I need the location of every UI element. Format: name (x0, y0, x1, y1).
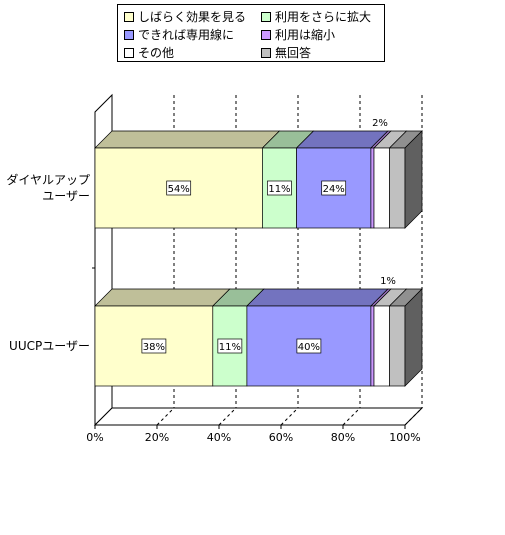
category-label: ダイヤルアップ (6, 172, 90, 187)
legend-item: できれば専用線に (124, 28, 234, 42)
category-label: ユーザー (42, 189, 90, 203)
gridline-floor (156, 407, 175, 426)
legend-item: しばらく効果を見る (124, 10, 246, 24)
bar-segment (370, 147, 375, 229)
gridline-floor (342, 407, 361, 426)
x-tick-label: 80% (331, 431, 355, 444)
data-label-box (296, 338, 322, 354)
bar-segment (389, 147, 406, 229)
data-label-outside: 2% (372, 118, 388, 129)
legend-label: しばらく効果を見る (138, 10, 247, 24)
legend-label: 無回答 (275, 46, 312, 60)
data-label: 38% (143, 342, 165, 353)
bar-side-face (404, 130, 423, 229)
data-label-box (166, 180, 192, 196)
legend-item: 無回答 (261, 46, 311, 60)
x-tick-label: 20% (145, 431, 169, 444)
gridline-floor (280, 407, 299, 426)
legend-swatch (261, 30, 271, 40)
bar-segment (370, 305, 375, 387)
data-label-outside: 1% (380, 276, 396, 287)
legend-item: 利用をさらに拡大 (261, 10, 371, 24)
data-label: 54% (168, 184, 190, 195)
legend-item: 利用は縮小 (261, 28, 335, 42)
bar-segment (373, 147, 390, 229)
legend-label: できれば専用線に (138, 28, 235, 42)
legend-label: 利用をさらに拡大 (275, 10, 372, 24)
data-label: 24% (323, 184, 345, 195)
legend-swatch (124, 48, 134, 58)
data-label-box (217, 338, 243, 354)
x-tick-label: 40% (207, 431, 231, 444)
bar-side-face (404, 288, 423, 387)
bar-top-face (94, 288, 231, 307)
legend-item: その他 (124, 46, 174, 60)
bar-segment (373, 305, 390, 387)
legend-swatch (124, 12, 134, 22)
gridline-floor (218, 407, 237, 426)
gridline-floor (404, 407, 423, 426)
data-label: 40% (298, 342, 320, 353)
data-label: 11% (219, 342, 241, 353)
axis-floor (93, 407, 424, 426)
x-tick-label: 60% (269, 431, 293, 444)
x-tick-label: 100% (389, 431, 420, 444)
category-label: UUCPユーザー (9, 339, 90, 353)
x-tick-label: 0% (86, 431, 103, 444)
data-label-box (321, 180, 347, 196)
bar-top-face (94, 130, 281, 149)
legend-label: その他 (138, 46, 175, 60)
chart-legend: しばらく効果を見る 利用をさらに拡大できれば専用線に 利用は縮小その他 無回答 (117, 4, 385, 62)
legend-swatch (261, 12, 271, 22)
data-label-box (267, 180, 292, 196)
legend-swatch (261, 48, 271, 58)
bar-segment (389, 305, 406, 387)
legend-label: 利用は縮小 (275, 28, 336, 42)
bar-top-face (246, 288, 389, 307)
legend-swatch (124, 30, 134, 40)
data-label: 11% (268, 184, 290, 195)
data-label-box (141, 338, 167, 354)
